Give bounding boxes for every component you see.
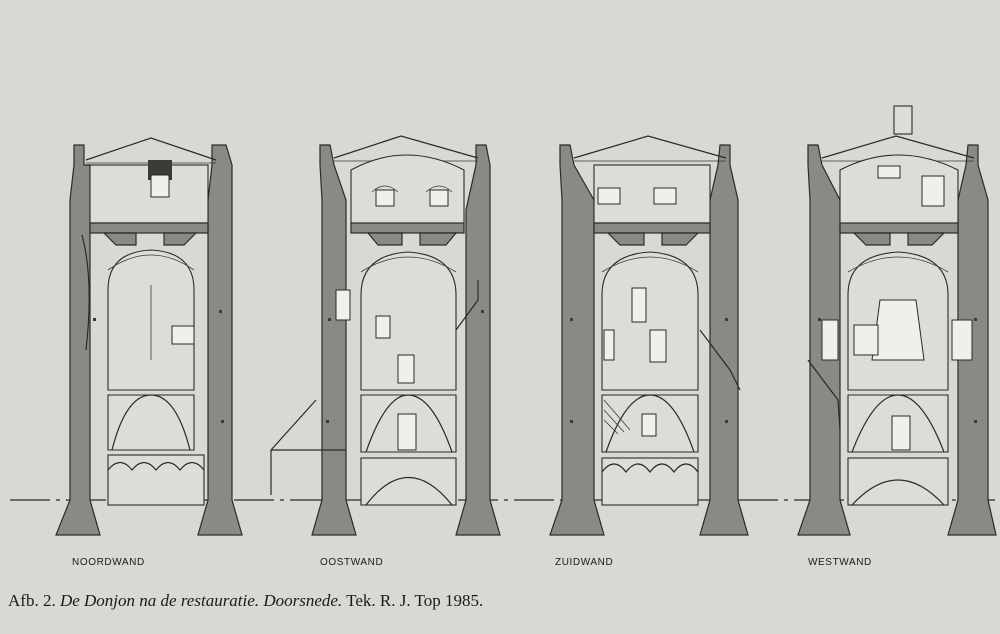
figure-caption: Afb. 2. De Donjon na de restauratie. Doo…	[8, 591, 483, 611]
section-oostwand	[270, 135, 501, 536]
section-zuidwand	[549, 135, 749, 536]
label-zuidwand: ZUIDWAND	[555, 557, 614, 568]
label-westwand: WESTWAND	[808, 557, 872, 568]
caption-title: De Donjon na de restauratie.	[59, 591, 260, 610]
caption-credit: Tek. R. J. Top 1985.	[346, 591, 484, 610]
section-westwand	[797, 105, 997, 536]
caption-prefix: Afb. 2.	[8, 591, 56, 610]
label-oostwand: OOSTWAND	[320, 557, 384, 568]
label-noordwand: NOORDWAND	[72, 557, 145, 568]
section-noordwand	[55, 137, 243, 536]
caption-type: Doorsnede.	[263, 591, 343, 610]
